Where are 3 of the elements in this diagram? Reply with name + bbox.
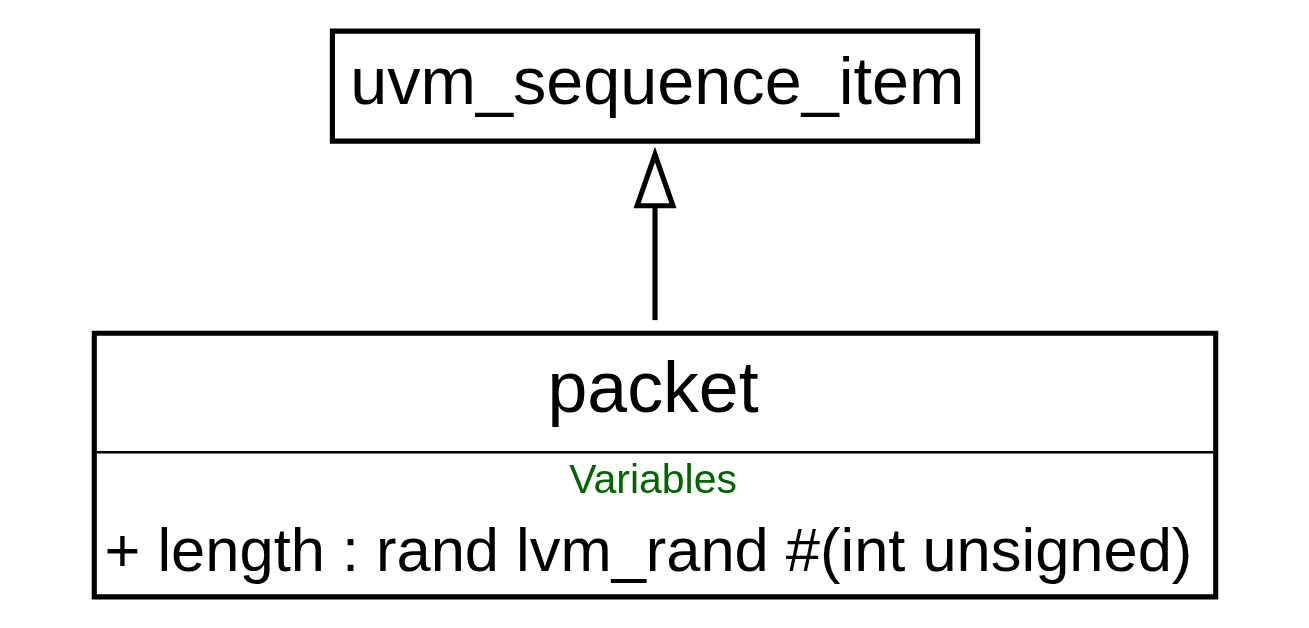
node-box: uvm_sequence_item xyxy=(329,28,980,144)
arrow xyxy=(632,146,677,321)
node-box: packet Variables + length : rand lvm_rand #(int unsigned) xyxy=(91,330,1218,600)
